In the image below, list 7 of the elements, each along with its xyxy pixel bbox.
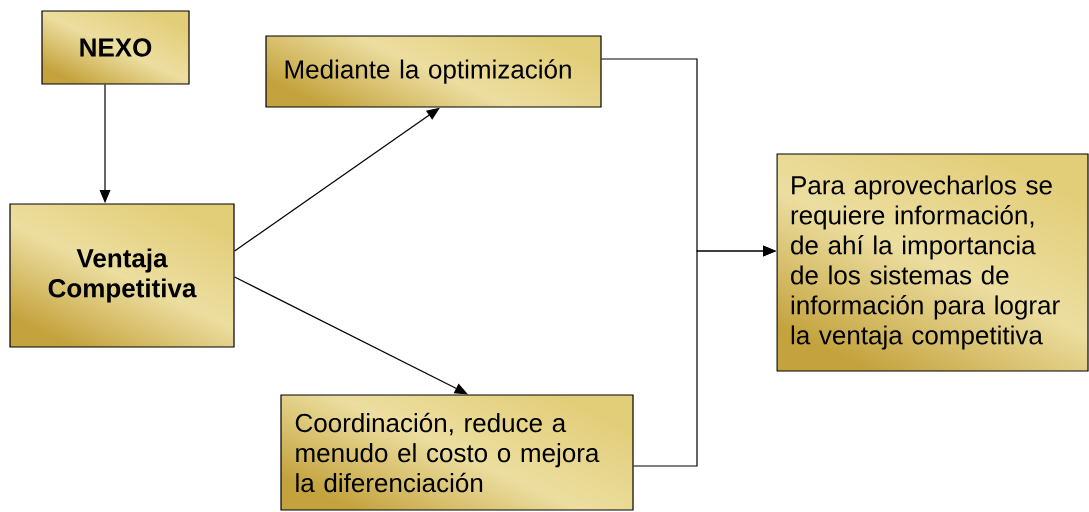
- process-box: Ventaja Competitiva: [9, 203, 235, 348]
- arrow: [234, 107, 440, 252]
- process-box: Para aprovecharlos se requiere información, de ahí la importancia de los sistemas de información para lograr la ventaja competitiva: [776, 153, 1089, 372]
- process-box: Mediante la optimización: [265, 35, 602, 108]
- process-box: NEXO: [41, 10, 190, 85]
- arrow: [234, 276, 468, 395]
- process-box: Coordinación, reduce a menudo el costo o mejora la diferenciación: [280, 394, 634, 511]
